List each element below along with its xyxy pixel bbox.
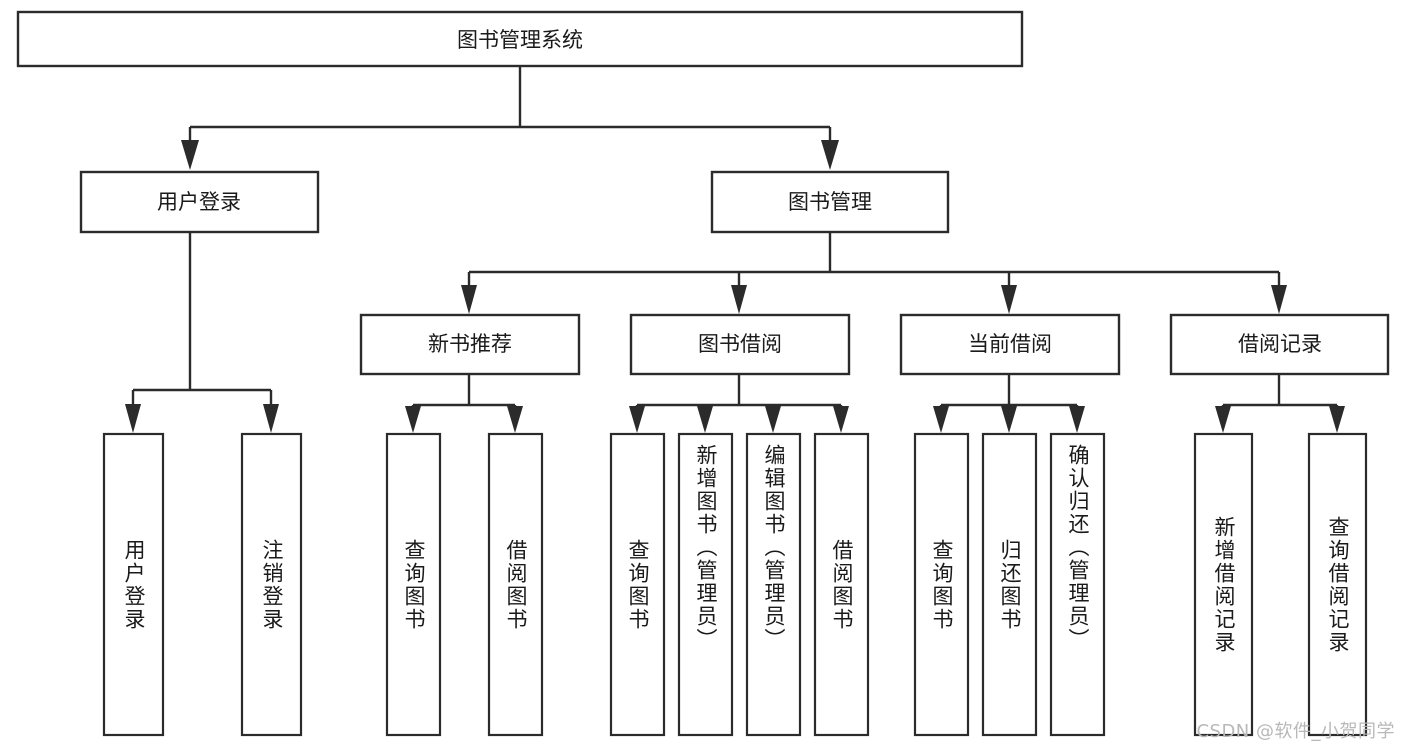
arrow-head-leaf-query-book-3 (933, 406, 949, 433)
arrow-head-leaf-borrow-book-2 (833, 406, 849, 433)
arrow-head-leaf-borrow-book-1 (507, 406, 523, 433)
node-current-borrow-label: 当前借阅 (968, 332, 1052, 356)
arrow-head-new-book-rec (461, 285, 477, 314)
node-leaf-query-record-box[interactable] (1307, 432, 1368, 737)
arrow-head-user-login (181, 140, 199, 170)
csdn-watermark: CSDN @软件_小贺同学 (1196, 721, 1395, 742)
node-borrow-record-label: 借阅记录 (1238, 332, 1322, 356)
node-root-label: 图书管理系统 (457, 28, 583, 52)
node-book-borrow-label: 图书借阅 (698, 332, 782, 356)
node-new-book-rec-box[interactable] (359, 313, 581, 376)
node-leaf-query-book-3-box[interactable] (913, 432, 970, 737)
node-leaf-add-record-box[interactable] (1193, 432, 1254, 737)
node-leaf-edit-book-box[interactable] (745, 432, 802, 737)
arrow-head-borrow-record (1271, 285, 1287, 314)
node-leaf-query-book-2-box[interactable] (609, 432, 666, 737)
arrow-head-current-borrow (1001, 285, 1017, 314)
node-user-login-box[interactable] (79, 170, 320, 234)
node-layer: 图书管理系统 用户登录 图书管理 新书推荐 图书借阅 当前借阅 借阅记录 (16, 10, 1390, 737)
node-new-book-rec-label: 新书推荐 (428, 332, 512, 356)
node-leaf-borrow-book-2-box[interactable] (813, 432, 870, 737)
node-leaf-query-book-1-box[interactable] (385, 432, 442, 737)
node-leaf-confirm-return-box[interactable] (1049, 432, 1106, 737)
node-current-borrow-box[interactable] (899, 313, 1121, 376)
arrow-head-leaf-add-book (697, 406, 713, 433)
arrow-head-leaf-return-book (1001, 406, 1017, 433)
node-user-login-label: 用户登录 (157, 190, 241, 214)
arrow-head-book-manage (821, 140, 839, 170)
node-leaf-add-book-box[interactable] (677, 432, 734, 737)
arrow-head-leaf-user-login (125, 404, 141, 433)
arrow-head-leaf-query-book-2 (629, 406, 645, 433)
node-leaf-user-login-box[interactable] (102, 432, 165, 737)
arrow-head-leaf-edit-book (765, 406, 781, 433)
edge-layer (125, 66, 1345, 433)
node-leaf-user-logout-box[interactable] (240, 432, 303, 737)
arrow-head-book-borrow (731, 285, 747, 314)
arrow-head-leaf-add-record (1215, 406, 1231, 433)
node-book-manage-box[interactable] (710, 170, 950, 234)
node-leaf-return-book-box[interactable] (981, 432, 1038, 737)
node-book-manage-label: 图书管理 (788, 190, 872, 214)
node-root-box[interactable] (16, 10, 1024, 68)
arrow-head-leaf-query-record (1329, 406, 1345, 433)
arrow-head-leaf-query-book-1 (405, 406, 421, 433)
arrow-head-leaf-user-logout (263, 404, 279, 433)
node-leaf-borrow-book-1-box[interactable] (487, 432, 544, 737)
node-borrow-record-box[interactable] (1169, 313, 1390, 376)
node-book-borrow-box[interactable] (629, 313, 851, 376)
arrow-head-leaf-confirm-return (1069, 406, 1085, 433)
